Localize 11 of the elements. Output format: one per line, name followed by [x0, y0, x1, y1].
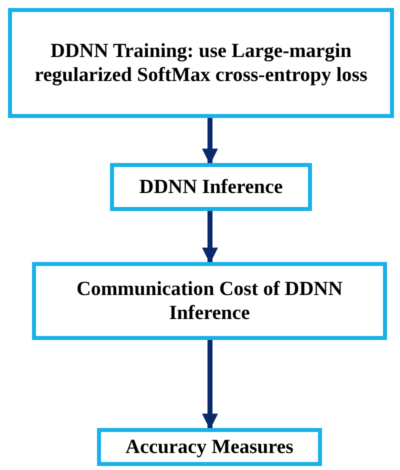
box-label: Communication Cost of DDNN Inference [75, 277, 344, 325]
process-box [97, 428, 322, 466]
arrow [202, 118, 218, 165]
box-label: Accuracy Measures [126, 435, 294, 459]
process-box [8, 8, 394, 118]
process-box [110, 163, 312, 211]
arrow [202, 211, 218, 264]
box-label: DDNN Training: use Large-margin regularized SoftMax cross-entropy loss [34, 39, 368, 87]
box-label: DDNN Inference [139, 175, 283, 199]
process-box [32, 262, 387, 340]
arrow [202, 340, 218, 430]
